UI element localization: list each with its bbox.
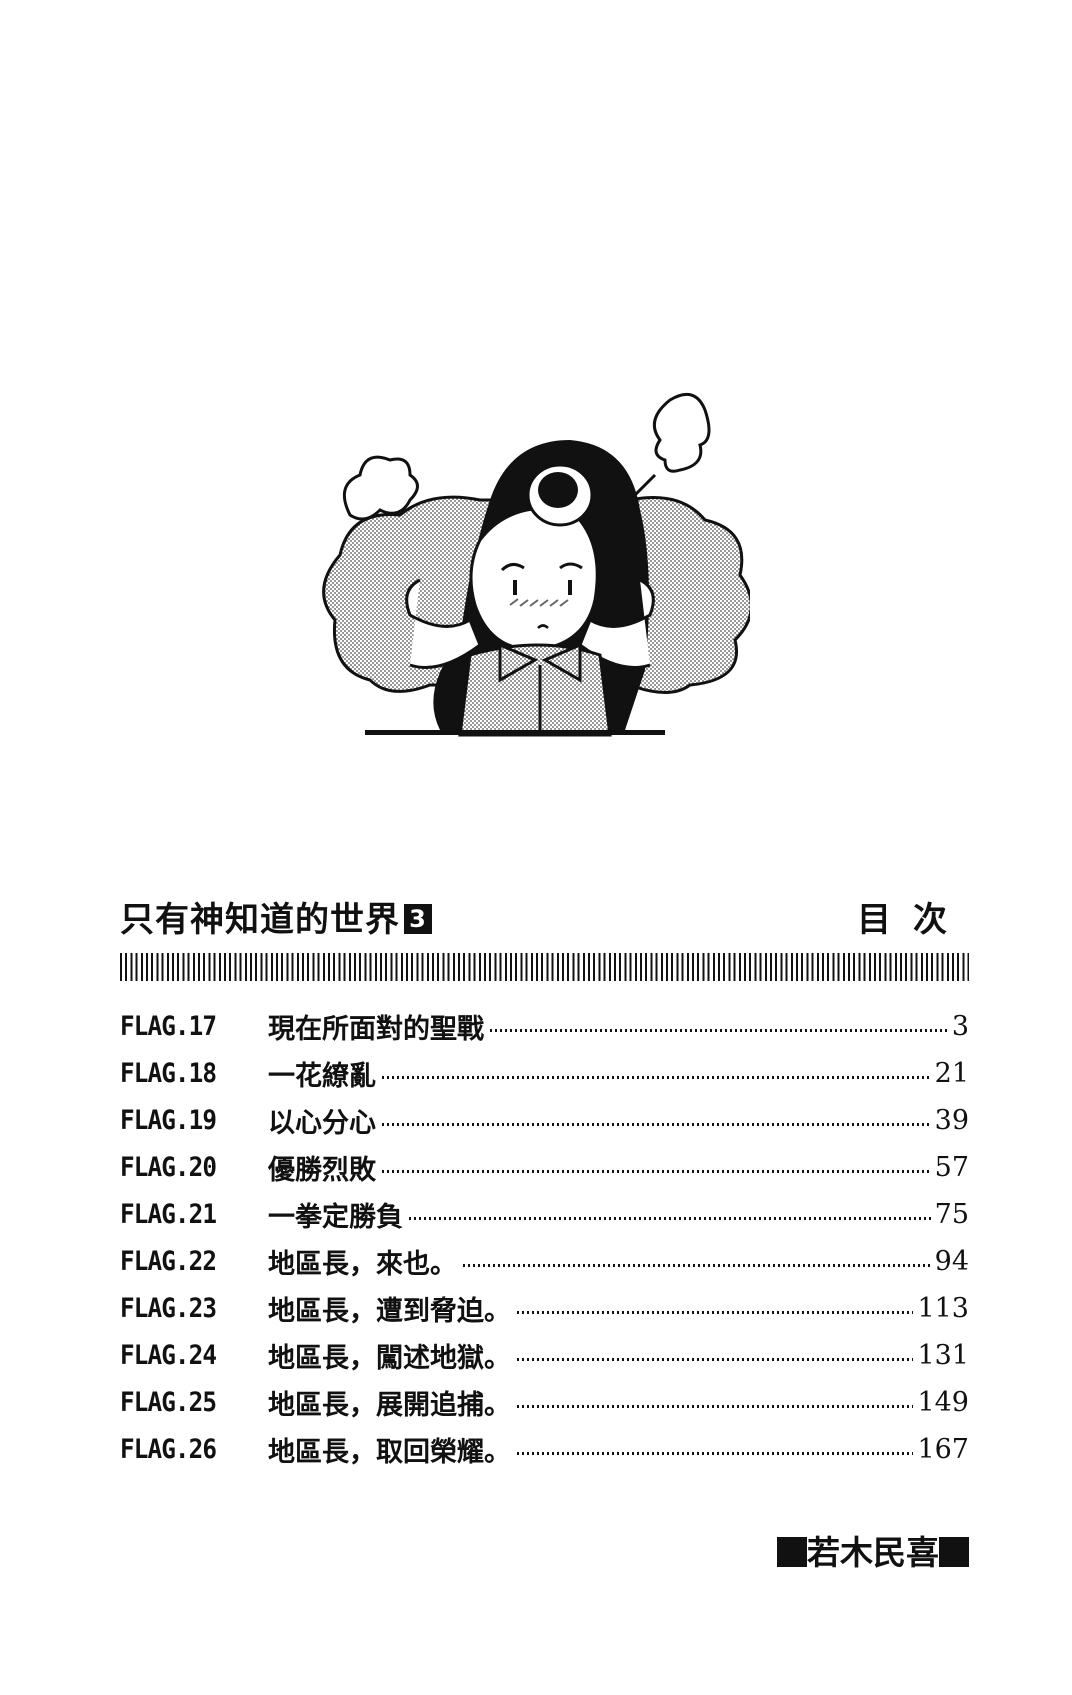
page-number: 75 xyxy=(934,1199,969,1230)
decorative-barcode-divider xyxy=(120,953,969,981)
page-number: 131 xyxy=(917,1340,969,1371)
chapter-number: FLAG.20 xyxy=(120,1152,217,1183)
chapter-title: 以心分心 xyxy=(268,1108,376,1139)
toc-row[interactable]: FLAG.25 地區長，展開追捕。 149 xyxy=(120,1379,969,1426)
chapter-number: FLAG.19 xyxy=(120,1105,217,1136)
chapter-number: FLAG.18 xyxy=(120,1058,217,1089)
dot-leader xyxy=(517,1358,914,1361)
dot-leader xyxy=(517,1311,914,1314)
chapter-number: FLAG.21 xyxy=(120,1199,217,1230)
toc-row[interactable]: FLAG.26 地區長，取回榮耀。 167 xyxy=(120,1426,969,1473)
page-number: 39 xyxy=(934,1105,969,1136)
series-title-text: 只有神知道的世界 xyxy=(120,900,400,940)
chapter-title: 地區長，展開追捕。 xyxy=(268,1390,511,1421)
dot-leader xyxy=(382,1170,931,1173)
toc-heading: 目次 xyxy=(857,900,969,940)
page-number: 113 xyxy=(917,1293,969,1324)
dot-leader xyxy=(517,1405,914,1408)
page-number: 57 xyxy=(934,1152,969,1183)
page-number: 167 xyxy=(917,1434,969,1465)
dot-leader xyxy=(517,1452,914,1455)
toc-row[interactable]: FLAG.19 以心分心 39 xyxy=(120,1097,969,1144)
volume-badge: 3 xyxy=(404,904,432,934)
dot-leader xyxy=(463,1264,931,1267)
chapter-title: 現在所面對的聖戰 xyxy=(268,1014,484,1045)
chapter-number: FLAG.26 xyxy=(120,1434,217,1465)
chapter-number: FLAG.25 xyxy=(120,1387,217,1418)
page-number: 149 xyxy=(917,1387,969,1418)
toc-row[interactable]: FLAG.23 地區長，遭到脅迫。 113 xyxy=(120,1285,969,1332)
toc-row[interactable]: FLAG.18 一花繚亂 21 xyxy=(120,1050,969,1097)
dot-leader xyxy=(382,1123,931,1126)
author-credit: 若木民喜 xyxy=(777,1530,969,1576)
dot-leader xyxy=(409,1217,931,1220)
chapter-title: 地區長，取回榮耀。 xyxy=(268,1437,511,1468)
chapter-title: 地區長，闖述地獄。 xyxy=(268,1343,511,1374)
square-bullet-icon xyxy=(777,1537,807,1567)
chapter-title: 地區長，遭到脅迫。 xyxy=(268,1296,511,1327)
toc-row[interactable]: FLAG.21 一拳定勝負 75 xyxy=(120,1191,969,1238)
toc-row[interactable]: FLAG.17 現在所面對的聖戰 3 xyxy=(120,1003,969,1050)
toc-row[interactable]: FLAG.24 地區長，闖述地獄。 131 xyxy=(120,1332,969,1379)
toc-row[interactable]: FLAG.20 優勝烈敗 57 xyxy=(120,1144,969,1191)
page-number: 94 xyxy=(934,1246,969,1277)
square-bullet-icon xyxy=(939,1537,969,1567)
chapter-title: 一拳定勝負 xyxy=(268,1202,403,1233)
chapter-title: 一花繚亂 xyxy=(268,1061,376,1092)
manga-illustration xyxy=(322,392,750,737)
page-number: 3 xyxy=(951,1011,969,1042)
table-of-contents: FLAG.17 現在所面對的聖戰 3 FLAG.18 一花繚亂 21 FLAG.19 以心… xyxy=(120,1003,969,1473)
chapter-number: FLAG.17 xyxy=(120,1011,217,1042)
chapter-number: FLAG.23 xyxy=(120,1293,217,1324)
dot-leader xyxy=(490,1029,947,1032)
page-number: 21 xyxy=(934,1058,969,1089)
chapter-title: 地區長，來也。 xyxy=(268,1249,457,1280)
author-name: 若木民喜 xyxy=(807,1533,939,1572)
chapter-number: FLAG.24 xyxy=(120,1340,217,1371)
toc-row[interactable]: FLAG.22 地區長，來也。 94 xyxy=(120,1238,969,1285)
chapter-number: FLAG.22 xyxy=(120,1246,217,1277)
dot-leader xyxy=(382,1076,931,1079)
chapter-title: 優勝烈敗 xyxy=(268,1155,376,1186)
